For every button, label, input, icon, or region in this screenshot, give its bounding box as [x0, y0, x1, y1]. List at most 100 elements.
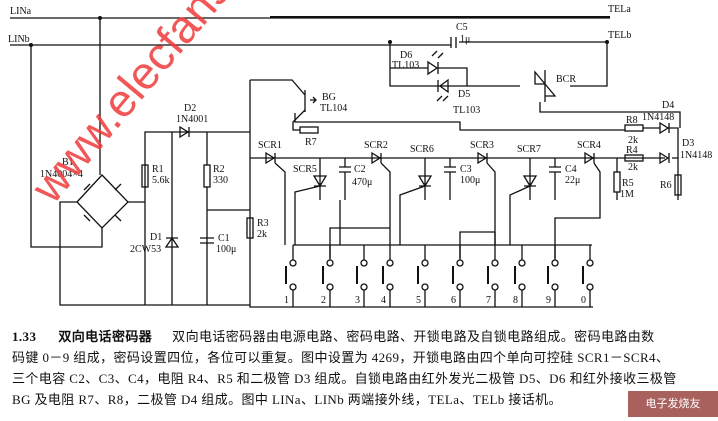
r7-label: R7	[305, 137, 317, 148]
r2-value: 330	[213, 175, 228, 186]
scr6-label: SCR6	[410, 144, 434, 155]
wire-r8	[294, 113, 625, 131]
key-label: 0	[581, 295, 586, 306]
d1-label: D1	[150, 232, 162, 243]
c5-label: C5	[456, 22, 468, 33]
scr7: SCR7	[509, 144, 541, 245]
r1-label: R1	[152, 164, 164, 175]
c2-value: 470μ	[352, 177, 372, 188]
key-label: 4	[381, 295, 386, 306]
r8-value: 2k	[628, 135, 638, 146]
zener-d1	[164, 236, 180, 248]
c1-label: C1	[218, 233, 230, 244]
d4-label: D4	[662, 100, 674, 111]
d6-value: TL103	[392, 60, 419, 71]
bridge-rectifier-b1	[76, 174, 129, 229]
key-button[interactable]: 7	[486, 245, 499, 307]
c1-value: 100μ	[216, 244, 236, 255]
d3-label: D3	[682, 138, 694, 149]
key-label: 6	[451, 295, 456, 306]
circuit-diagram: LINa LINb TELa TELb C5 1μ D6 TL103 D5 TL…	[8, 4, 712, 308]
diode-d2	[179, 125, 190, 139]
keypad: 1 2 3 4 5 6 7 8 9 0	[284, 245, 594, 307]
r4-label: R4	[626, 145, 638, 156]
figure-title: 双向电话密码器	[58, 329, 153, 344]
key-button[interactable]: 6	[451, 245, 464, 307]
r1-value: 5.6k	[152, 175, 170, 186]
capacitor-c5	[450, 37, 457, 48]
scr2: SCR2	[364, 140, 391, 245]
key-button[interactable]: 1	[284, 245, 297, 307]
led-d6	[427, 50, 444, 76]
caption-line: 三个电容 C2、C3、C4，电阻 R4、R5 和二极管 D3 组成。自锁电路由红…	[12, 371, 677, 386]
diode-d3	[659, 151, 670, 165]
key-label: 8	[513, 295, 518, 306]
wire-d4	[643, 127, 679, 158]
b1-label: B1	[62, 157, 74, 168]
resistor-r2	[203, 164, 211, 188]
scr4: SCR4	[554, 140, 601, 258]
key-button[interactable]: 4	[381, 245, 394, 307]
capacitor-c1	[200, 237, 214, 244]
label-linb: LINb	[8, 34, 30, 45]
b1-value: 1N4004×4	[40, 169, 83, 180]
c4-label: C4	[565, 164, 577, 175]
c3-value: 100μ	[460, 175, 480, 186]
key-button[interactable]: 0	[581, 245, 594, 307]
wire-selflock	[389, 42, 608, 87]
key-label: 2	[321, 295, 326, 306]
resistor-r1	[141, 164, 149, 188]
r3-label: R3	[257, 218, 269, 229]
c3-label: C3	[460, 164, 472, 175]
key-button[interactable]: 5	[416, 245, 429, 307]
site-logo: 电子发烧友 elecfans.com	[628, 391, 718, 417]
resistor-r4	[624, 154, 644, 162]
key-button[interactable]: 9	[546, 245, 559, 307]
r5-value: 1M	[620, 189, 634, 200]
key-button[interactable]: 8	[513, 245, 526, 307]
d3-value: 1N4148	[680, 150, 712, 161]
scr5: SCR5	[293, 158, 328, 245]
scr4-label: SCR4	[577, 140, 601, 151]
c4-value: 22μ	[565, 175, 580, 186]
r4-value: 2k	[628, 162, 638, 173]
key-button[interactable]: 3	[355, 245, 368, 307]
caption-line: 码键 0－9 组成，密码设置四位，各位可以重复。图中设置为 4269，开锁电路由…	[12, 350, 670, 365]
wire-power	[30, 18, 250, 306]
c2-label: C2	[354, 164, 366, 175]
scr1-label: SCR1	[258, 140, 282, 151]
bg-label: BG	[322, 92, 336, 103]
resistor-r6	[674, 174, 682, 196]
scr7-label: SCR7	[517, 144, 541, 155]
scr2-label: SCR2	[364, 140, 388, 151]
c5-value: 1μ	[460, 34, 470, 45]
bg-value: TL104	[320, 103, 347, 114]
label-tela: TELa	[608, 4, 631, 15]
label-lina: LINa	[10, 6, 32, 17]
r6-label: R6	[660, 180, 672, 191]
d5-value: TL103	[453, 105, 480, 116]
r5-label: R5	[622, 178, 634, 189]
resistor-r7	[299, 126, 319, 134]
d4-value: 1N4148	[642, 112, 674, 123]
led-d5	[436, 78, 449, 102]
figure-number: 1.33	[12, 329, 37, 344]
key-label: 7	[486, 295, 491, 306]
key-label: 1	[284, 295, 289, 306]
wire-keys	[329, 200, 496, 258]
scr3: SCR3	[470, 140, 496, 245]
d5-label: D5	[458, 89, 470, 100]
key-label: 3	[355, 295, 360, 306]
key-label: 5	[416, 295, 421, 306]
phototransistor-bg	[304, 90, 317, 112]
key-button[interactable]: 2	[321, 245, 334, 307]
r8-label: R8	[626, 115, 638, 126]
wire-main	[249, 79, 679, 308]
scr6: SCR6	[399, 144, 434, 245]
caption-line: BG 及电阻 R7、R8，二极管 D4 组成。图中 LINa、LINb 两端接外…	[12, 392, 562, 407]
r3-value: 2k	[257, 229, 267, 240]
wire-linb	[10, 41, 607, 46]
